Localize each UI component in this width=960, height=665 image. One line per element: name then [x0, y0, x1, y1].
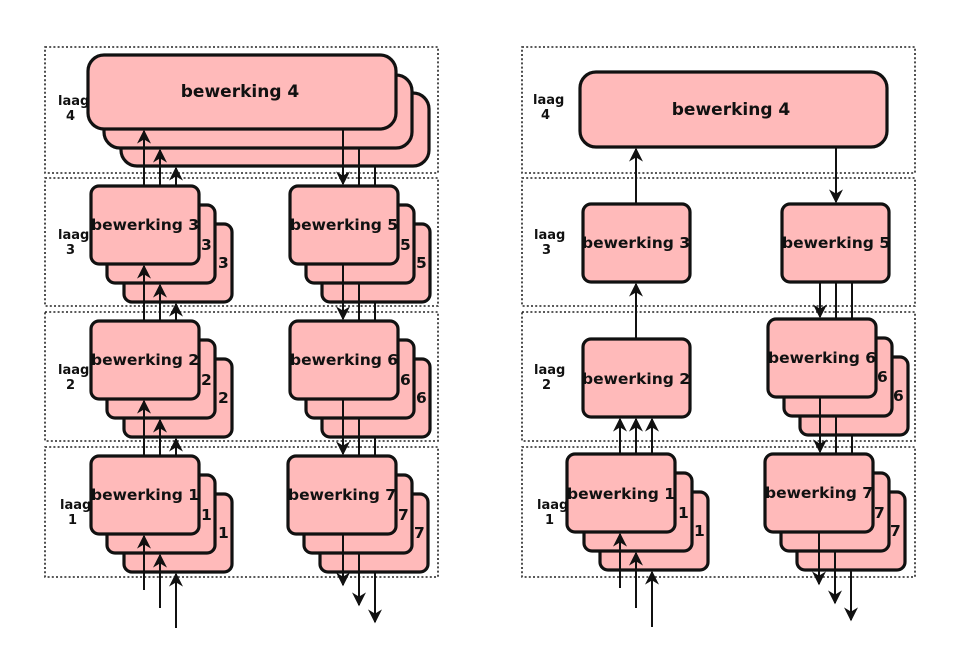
layer-label-4: laag 4: [533, 93, 564, 123]
layer-1-frame: [521, 446, 916, 578]
svg-text:laag: laag: [58, 363, 89, 378]
svg-text:6: 6: [893, 387, 904, 405]
layer-label-3: laag 3: [58, 228, 89, 258]
svg-text:laag: laag: [534, 363, 565, 378]
svg-text:bewerking 5: bewerking 5: [290, 216, 398, 234]
svg-text:bewerking 4: bewerking 4: [181, 82, 300, 102]
svg-text:laag: laag: [537, 498, 568, 513]
svg-text:5: 5: [400, 236, 411, 254]
box-bewerking-4: bewerking 4: [578, 70, 889, 149]
svg-text:3: 3: [66, 243, 75, 258]
box-bewerking-4-rect: [578, 70, 889, 149]
box-bewerking-3: bewerking 3: [581, 202, 692, 284]
svg-text:bewerking 2: bewerking 2: [91, 351, 199, 369]
svg-text:bewerking 3: bewerking 3: [91, 216, 199, 234]
svg-text:1: 1: [68, 513, 77, 528]
left-upward-arrows: [137, 129, 183, 628]
svg-text:6: 6: [400, 371, 411, 389]
layer-label-2: laag 2: [58, 363, 89, 393]
box-bewerking-4-stack: bewerking 4: [86, 53, 431, 168]
svg-text:1: 1: [678, 504, 689, 522]
left-diagram: laag 4 laag 3 laag 2 laag 1 bewerking 4 …: [44, 46, 439, 628]
svg-text:7: 7: [890, 522, 901, 540]
svg-text:3: 3: [542, 243, 551, 258]
svg-text:7: 7: [398, 506, 409, 524]
svg-text:6: 6: [416, 389, 427, 407]
svg-text:2: 2: [218, 389, 229, 407]
layer-4-frame: [521, 46, 916, 174]
layer-4-frame: [44, 46, 439, 174]
svg-text:bewerking 5: bewerking 5: [782, 234, 890, 252]
layer-label-1: laag 1: [537, 498, 568, 528]
layer-1-frame: [44, 446, 439, 578]
box-bewerking-6-stack: 6 6 bewerking 6: [766, 317, 910, 437]
box-bewerking-6: [766, 317, 878, 399]
layer-2-frame: [521, 311, 916, 442]
svg-text:laag: laag: [533, 93, 564, 108]
box-bewerking-5: bewerking 5: [780, 202, 891, 284]
box-bewerking-3-stack: 3 3 bewerking 3: [89, 184, 234, 304]
box-bewerking-2-stack: 2 2 bewerking 2: [89, 319, 234, 439]
left-downward-arrows: [336, 129, 382, 624]
svg-text:laag: laag: [534, 228, 565, 243]
svg-text:1: 1: [545, 513, 554, 528]
box-bewerking-7-stack: 7 7 bewerking 7: [286, 454, 430, 574]
right-upward-arrows: [613, 147, 659, 627]
svg-text:1: 1: [218, 524, 229, 542]
box-bewerking-2: bewerking 2: [581, 337, 692, 419]
svg-text:5: 5: [416, 254, 427, 272]
svg-text:7: 7: [874, 504, 885, 522]
layer-label-2: laag 2: [534, 363, 565, 393]
svg-text:bewerking 6: bewerking 6: [768, 349, 876, 367]
svg-text:2: 2: [66, 378, 75, 393]
svg-text:1: 1: [694, 522, 705, 540]
svg-text:bewerking 1: bewerking 1: [91, 486, 199, 504]
svg-text:2: 2: [201, 371, 212, 389]
svg-text:4: 4: [66, 109, 75, 124]
box-bewerking-1-stack: 1 1 bewerking 1: [565, 452, 710, 572]
layer-label-3: laag 3: [534, 228, 565, 258]
svg-text:bewerking 6: bewerking 6: [290, 351, 398, 369]
svg-text:4: 4: [541, 108, 550, 123]
layer-2-frame: [44, 311, 439, 442]
svg-text:1: 1: [201, 506, 212, 524]
svg-text:bewerking 1: bewerking 1: [567, 485, 675, 503]
box-bewerking-1-stack: 1 1 bewerking 1: [89, 454, 234, 574]
svg-text:laag: laag: [58, 228, 89, 243]
svg-text:7: 7: [414, 524, 425, 542]
svg-text:3: 3: [218, 254, 229, 272]
svg-text:6: 6: [877, 368, 888, 386]
svg-text:bewerking 7: bewerking 7: [288, 486, 396, 504]
svg-text:bewerking 7: bewerking 7: [765, 484, 873, 502]
svg-text:bewerking 4: bewerking 4: [672, 100, 791, 120]
svg-text:2: 2: [542, 378, 551, 393]
box-bewerking-6-stack: 6 6 bewerking 6: [288, 319, 432, 439]
svg-text:laag: laag: [60, 498, 91, 513]
box-bewerking-7-stack: 7 7 bewerking 7: [763, 452, 907, 572]
layer-label-1: laag 1: [60, 498, 91, 528]
svg-text:bewerking 2: bewerking 2: [582, 370, 690, 388]
svg-text:bewerking 3: bewerking 3: [582, 234, 690, 252]
right-diagram: laag 4 laag 3 laag 2 laag 1 bewerking 4 …: [521, 46, 916, 627]
right-downward-arrows: [812, 148, 858, 622]
box-bewerking-4: [86, 53, 398, 131]
svg-text:laag: laag: [58, 94, 89, 109]
layer-label-4: laag 4: [58, 94, 89, 124]
svg-text:3: 3: [201, 236, 212, 254]
